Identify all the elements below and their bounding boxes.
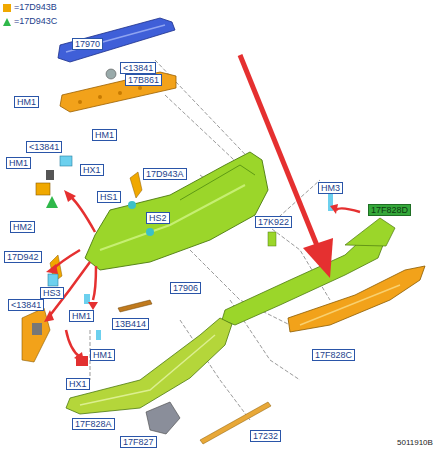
callout-box: HM1 [92,129,117,141]
callout-number: 17F828C [315,350,352,360]
callout-number: HX1 [69,379,87,389]
callout-number: HS2 [149,213,167,223]
legend-text: =17D943C [14,16,57,26]
callout-number: 17F828D [371,205,408,215]
callout-number: 17F827 [123,437,154,447]
callout-box: HX1 [66,378,90,390]
callout-number: HM1 [72,311,91,321]
callout-box: <13841 [120,62,156,74]
callout-box: HM1 [69,310,94,322]
callout-box: 17F828A [72,418,115,430]
callout-box: <13841 [8,299,44,311]
callout-number: HM2 [13,222,32,232]
drawing-number: 5011910B [397,438,433,447]
callout-box: HM3 [318,182,343,194]
callout-number: HM1 [93,350,112,360]
callout-box: 17D942 [4,251,42,263]
callout-number: HM1 [95,130,114,140]
callout-number: <13841 [29,142,59,152]
callout-box: 17B861 [125,74,162,86]
callout-box: 17D943A [143,168,187,180]
callout-number: 17K922 [258,217,289,227]
callout-number: 17B861 [128,75,159,85]
callout-box: 17970 [72,38,103,50]
callout-number: 17906 [173,283,198,293]
callout-box: HM1 [90,349,115,361]
callout-number: <13841 [11,300,41,310]
callout-number: HS1 [100,192,118,202]
legend-text: =17D943B [14,2,57,12]
callout-number: 13B414 [115,319,146,329]
callout-number: <13841 [123,63,153,73]
callout-box: HM1 [6,157,31,169]
callout-box: 17F827 [120,436,157,448]
callout-box: HS1 [97,191,121,203]
callout-box: 17F828D [368,204,411,216]
callout-number: 17232 [253,431,278,441]
legend-swatch [2,3,12,13]
callout-box: 17F828C [312,349,355,361]
callout-number: 17F828A [75,419,112,429]
callout-box: HM1 [14,96,39,108]
callout-number: HM1 [17,97,36,107]
legend-swatch [2,17,12,27]
callout-box: 17K922 [255,216,292,228]
callout-box: 17906 [170,282,201,294]
callout-number: HX1 [83,165,101,175]
callout-box: 17232 [250,430,281,442]
callout-number: HS3 [43,288,61,298]
callout-box: 13B414 [112,318,149,330]
callout-number: HM1 [9,158,28,168]
callout-number: 17D943A [146,169,184,179]
callout-box: HM2 [10,221,35,233]
callout-number: HM3 [321,183,340,193]
callout-number: 17D942 [7,252,39,262]
callout-box: HX1 [80,164,104,176]
callout-box: HS3 [40,287,64,299]
callout-number: 17970 [75,39,100,49]
callout-box: HS2 [146,212,170,224]
callout-box: <13841 [26,141,62,153]
